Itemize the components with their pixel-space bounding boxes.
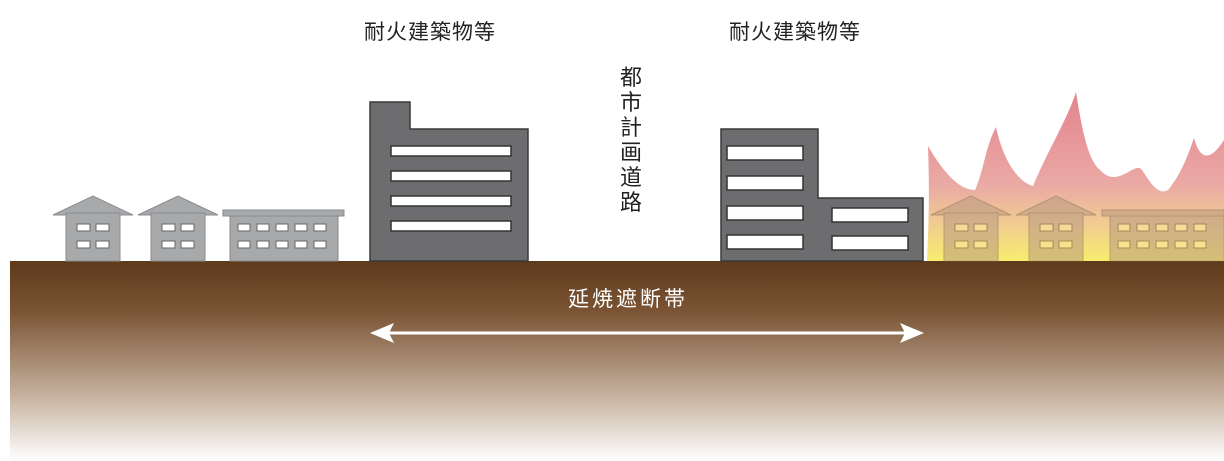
burning-house-2 [1015,195,1097,262]
house-left-1 [52,195,134,262]
fireproof-building-left-label: 耐火建築物等 [364,20,496,44]
firebreak-span-arrow [370,323,924,343]
fireproof-building-right [720,128,924,262]
house-left-2 [137,195,219,262]
apartment-left [222,209,345,262]
city-planning-road-label: 都市計画道路 [619,66,642,216]
fireproof-building-left [369,101,529,262]
burning-house-1 [930,195,1012,262]
burning-apartment [1101,209,1224,262]
firebreak-belt-label: 延焼遮断帯 [568,287,688,311]
fireproof-building-right-label: 耐火建築物等 [729,20,861,44]
ground [10,261,1224,461]
